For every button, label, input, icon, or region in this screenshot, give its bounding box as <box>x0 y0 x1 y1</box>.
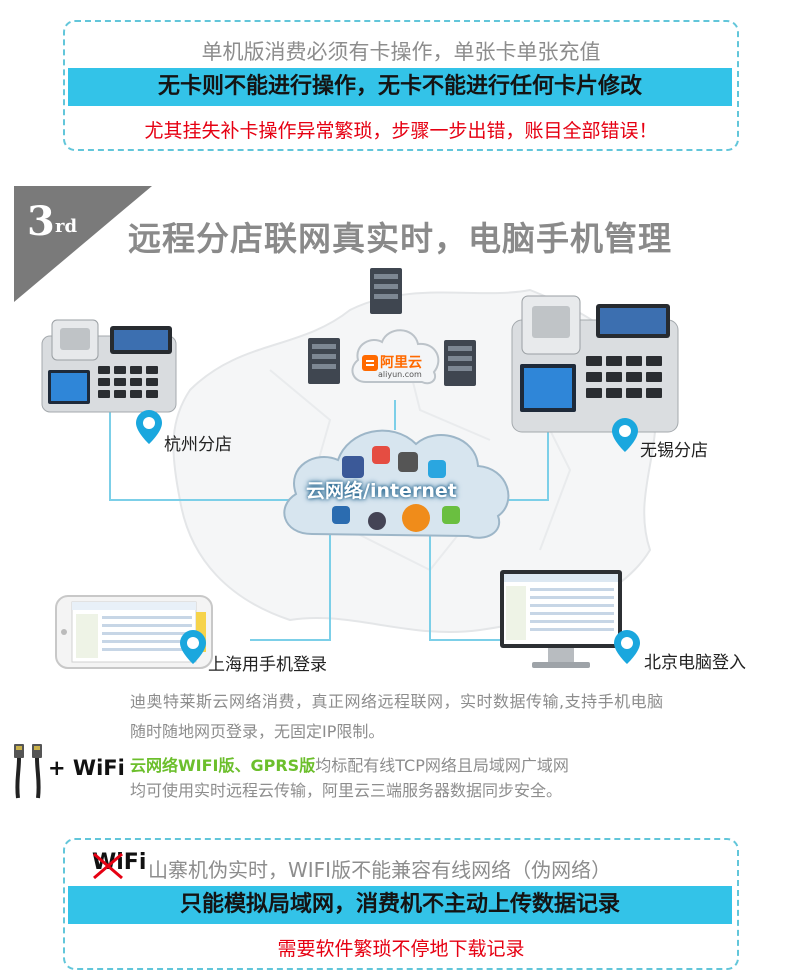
aliyun-logo-text: 阿里云 <box>380 355 422 371</box>
pos-terminal-hangzhou <box>41 319 177 413</box>
section-title: 远程分店联网真实时，电脑手机管理 <box>128 219 672 258</box>
aliyun-logo-icon <box>362 355 378 371</box>
node-label-shanghai: 上海用手机登录 <box>208 655 327 675</box>
server-icon <box>370 268 402 314</box>
section-badge-number: 3 <box>27 198 55 245</box>
wifi-note-line1: 云网络WIFI版、GPRS版均标配有线TCP网络且局域网广域网 <box>130 752 569 776</box>
bottom-notice-band: 只能模拟局域网，消费机不主动上传数据记录 <box>68 886 732 924</box>
location-pin-icon <box>180 630 206 664</box>
wifi-note-highlight: 云网络WIFI版、GPRS版 <box>130 756 316 775</box>
location-pin-icon <box>136 410 162 444</box>
pos-terminal-wuxi <box>511 295 679 433</box>
location-pin-icon <box>614 630 640 664</box>
ethernet-cable-icon <box>14 744 42 799</box>
location-pin-icon <box>612 418 638 452</box>
aliyun-url: aliyun.com <box>378 370 422 379</box>
plus-wifi-label: + WiFi <box>48 756 125 780</box>
bottom-notice-line1: 山寨机伪实时，WIFI版不能兼容有线网络（伪网络） <box>148 858 612 882</box>
bottom-notice-box <box>63 838 739 970</box>
wifi-note-line2: 均可使用实时远程云传输，阿里云三端服务器数据同步安全。 <box>130 781 563 800</box>
wifi-note-rest: 均标配有线TCP网络且局域网广域网 <box>315 756 569 775</box>
section-badge <box>14 186 152 302</box>
top-notice-box <box>63 20 739 151</box>
wifi-crossed-mark: WiFi <box>92 850 148 880</box>
cross-out-icon <box>93 852 123 880</box>
top-notice-warning: 尤其挂失补卡操作异常繁琐，步骤一步出错，账目全部错误！ <box>144 120 658 142</box>
description-line2: 随时随地网页登录，无固定IP限制。 <box>130 722 385 741</box>
node-label-hangzhou: 杭州分店 <box>164 435 232 455</box>
top-notice-band: 无卡则不能进行操作，无卡不能进行任何卡片修改 <box>68 68 732 106</box>
server-icon <box>308 338 340 384</box>
description-line1: 迪奥特莱斯云网络消费，真正网络远程联网，实时数据传输,支持手机电脑 <box>130 692 664 711</box>
phone-icon <box>55 595 213 669</box>
server-icon <box>444 340 476 386</box>
top-notice-line1: 单机版消费必须有卡操作，单张卡单张充值 <box>201 40 601 64</box>
bottom-notice-warning: 需要软件繁琐不停地下载记录 <box>277 938 525 960</box>
internet-cloud-label: 云网络/internet <box>306 480 457 502</box>
desktop-monitor-icon <box>500 570 622 668</box>
internet-cloud-icon <box>283 429 510 539</box>
node-label-beijing: 北京电脑登入 <box>644 653 746 673</box>
section-badge-suffix: rd <box>55 216 78 237</box>
node-label-wuxi: 无锡分店 <box>640 441 708 461</box>
